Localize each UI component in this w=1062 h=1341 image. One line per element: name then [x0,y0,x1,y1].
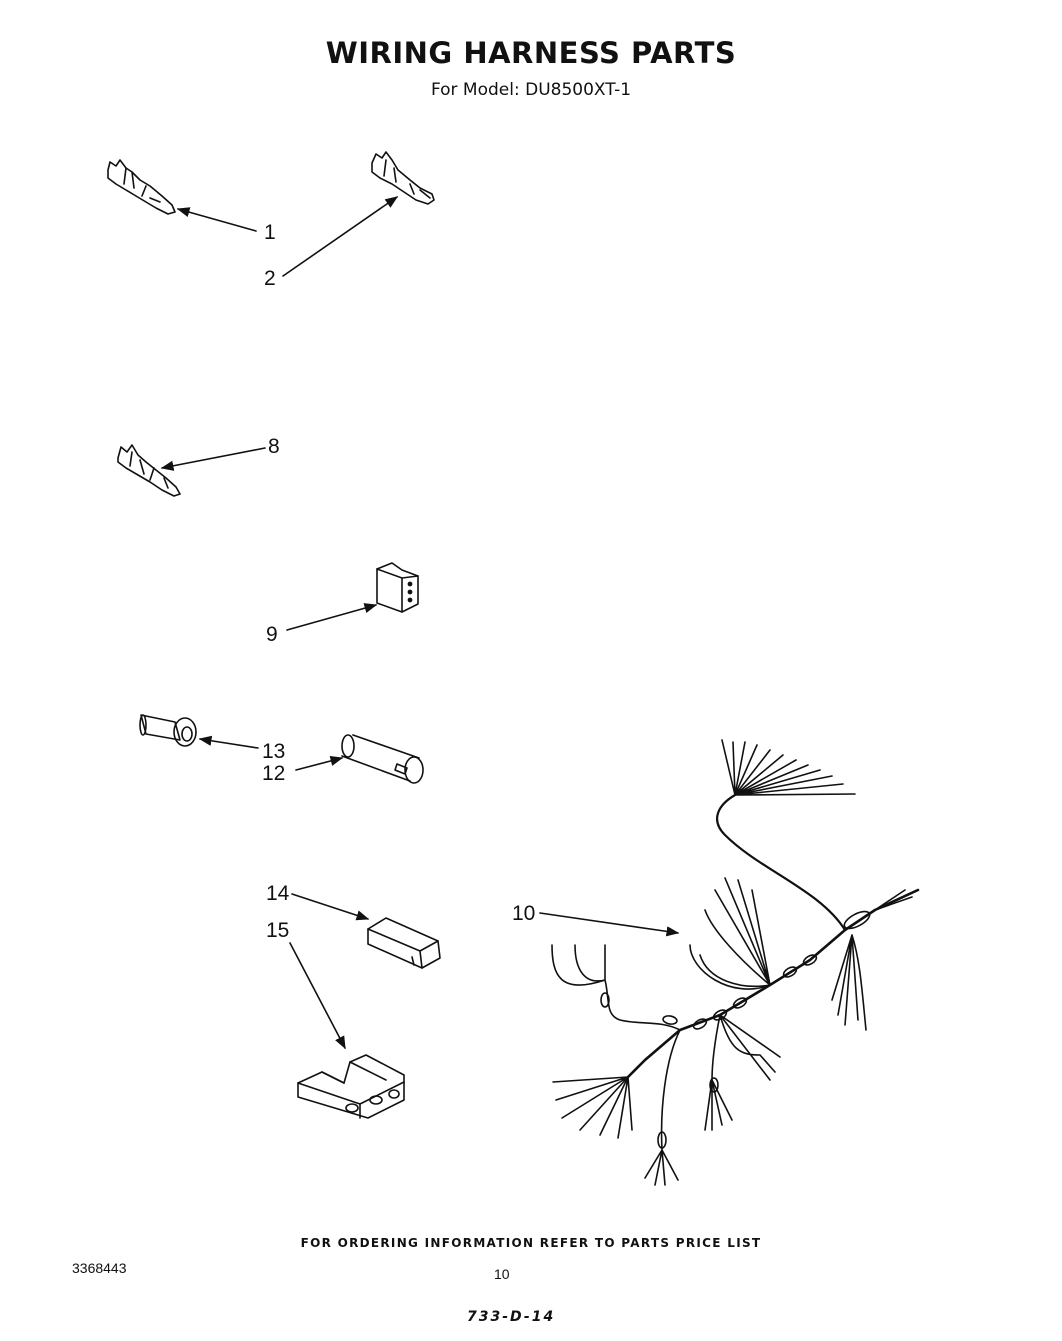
callout-9: 9 [266,623,278,646]
page-number: 10 [494,1266,510,1282]
callout-12: 12 [262,762,286,785]
callout-13: 13 [262,740,286,763]
leader-10 [539,912,680,937]
connector-part-9 [376,562,419,613]
callout-8: 8 [268,435,280,458]
callout-15: 15 [266,919,290,942]
ordering-note: FOR ORDERING INFORMATION REFER TO PARTS … [300,1236,762,1250]
model-subtitle: For Model: DU8500XT-1 [430,80,632,100]
leader-2 [282,196,399,277]
housing-part-15 [297,1054,405,1119]
callout-2: 2 [264,267,276,290]
leader-8 [160,447,266,471]
grommet-part-13 [139,714,197,747]
handwritten-code: 733-D-14 [467,1309,556,1325]
leader-12 [295,755,344,771]
callout-10: 10 [512,902,536,925]
leader-15 [289,942,346,1050]
document-part-number: 3368443 [72,1260,127,1276]
tube-part-12 [341,734,424,784]
wiring-harness-part-10 [551,739,920,1186]
terminal-part-8 [117,444,181,497]
leader-1 [176,207,257,232]
leader-lines [160,196,680,1050]
leader-14 [291,893,370,921]
callout-14: 14 [266,882,290,905]
leader-9 [286,603,378,631]
terminal-part-1 [107,159,176,215]
callout-1: 1 [264,221,276,244]
terminal-part-2 [371,151,435,205]
leader-13 [198,735,259,749]
page-title: WIRING HARNESS PARTS [325,36,737,70]
block-part-14 [367,917,441,969]
